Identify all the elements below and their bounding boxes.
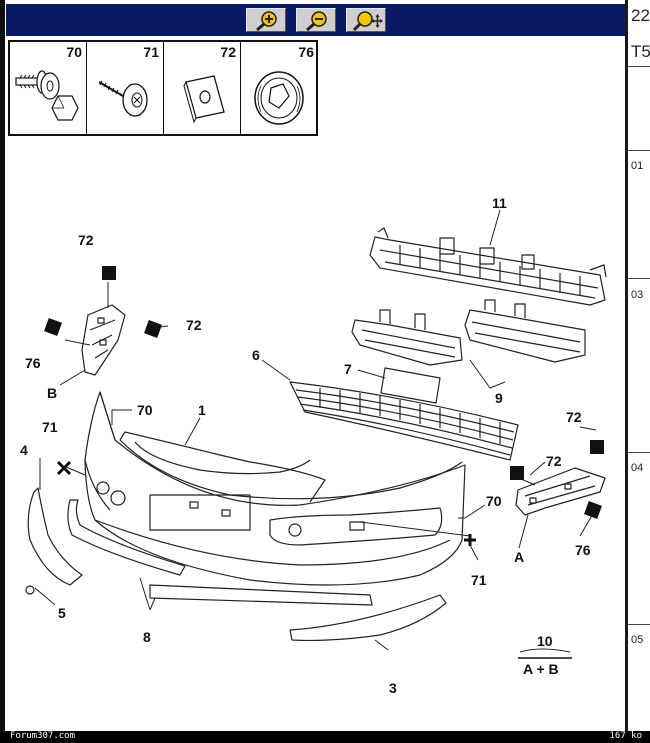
screw-markers <box>56 460 476 546</box>
callout-3: 3 <box>389 680 397 696</box>
window-frame-left <box>0 0 5 743</box>
part-4-side-molding <box>27 487 83 586</box>
part-8-lower-trim <box>67 499 373 606</box>
callout-7: 7 <box>344 361 352 377</box>
side-row-label[interactable]: 03 <box>631 289 644 301</box>
part-5-clip <box>25 585 35 595</box>
part-number: 72 <box>220 44 236 60</box>
callout-A: A <box>514 549 524 565</box>
callout-10-subtitle: A + B <box>523 661 559 677</box>
zoom-pan-button[interactable] <box>346 8 386 32</box>
leader-lines <box>34 209 601 653</box>
square-clip-nut-icon <box>183 75 225 124</box>
side-divider <box>628 452 650 453</box>
grommet-icon <box>254 71 304 125</box>
callout-70: 70 <box>486 493 502 509</box>
side-row-label[interactable]: 05 <box>631 634 644 646</box>
marker-71 <box>464 534 476 546</box>
side-row-label[interactable]: 01 <box>631 160 644 172</box>
part-number: 76 <box>298 44 314 60</box>
part-number: 70 <box>66 44 82 60</box>
callout-4: 4 <box>20 442 28 458</box>
callout-72: 72 <box>186 317 202 333</box>
bracket-B <box>81 304 126 376</box>
part-1-bumper-cover <box>84 391 466 586</box>
part-3-chrome-strip <box>289 594 447 642</box>
part-cell: 72 <box>164 42 241 134</box>
callout-72: 72 <box>566 409 582 425</box>
callout-10: 10 <box>537 633 553 649</box>
marker-71 <box>56 460 72 476</box>
marker-72 <box>510 466 524 480</box>
zoom-out-icon <box>306 11 327 32</box>
marker-76 <box>44 318 62 336</box>
part-7-plate <box>380 367 441 404</box>
side-panel: 22 T5 01 03 04 05 <box>628 0 650 743</box>
callout-72: 72 <box>546 453 562 469</box>
side-divider <box>628 624 650 625</box>
callout-11: 11 <box>492 195 507 211</box>
zoom-toolbar <box>6 4 626 36</box>
part-number: 71 <box>143 44 159 60</box>
side-top-text: 22 <box>631 6 650 25</box>
zoom-in-button[interactable] <box>246 8 286 32</box>
exploded-diagram: 11 72 72 76 B 6 7 9 1 70 71 4 72 72 70 A… <box>20 195 607 696</box>
callout-5: 5 <box>58 605 66 621</box>
window-frame-divider <box>625 0 628 743</box>
part-cell: 76 <box>241 42 318 134</box>
part-cell: 70 <box>10 42 87 134</box>
footer-size-label: 167 ko <box>609 731 642 741</box>
marker-72 <box>590 440 604 454</box>
zoom-pan-icon <box>353 11 383 32</box>
part-6-grille <box>289 381 519 461</box>
callout-76: 76 <box>25 355 41 371</box>
flange-bolt-with-washer-icon <box>15 70 79 121</box>
marker-76 <box>584 501 602 519</box>
side-row-label[interactable]: 04 <box>631 462 644 474</box>
callout-72: 72 <box>78 232 94 248</box>
marker-72 <box>144 320 162 338</box>
part-cell: 71 <box>87 42 164 134</box>
part-11-beam <box>369 227 607 306</box>
callout-71: 71 <box>42 419 58 435</box>
screw-icon <box>98 80 148 117</box>
callout-1: 1 <box>198 402 206 418</box>
bracket-A <box>515 467 606 516</box>
side-divider <box>628 278 650 279</box>
parts-table: 70 71 72 76 <box>8 40 318 136</box>
fastener-markers <box>44 266 604 519</box>
footer-site-label: Forum307.com <box>10 731 76 741</box>
callout-B: B <box>47 385 57 401</box>
marker-72 <box>102 266 116 280</box>
part-9-absorbers <box>351 299 586 366</box>
callout-70: 70 <box>137 402 153 418</box>
callout-6: 6 <box>252 347 260 363</box>
callout-8: 8 <box>143 629 151 645</box>
side-divider <box>628 66 650 67</box>
callout-71: 71 <box>471 572 487 588</box>
side-divider <box>628 150 650 151</box>
zoom-in-icon <box>256 11 277 32</box>
footer-bar: Forum307.com 167 ko <box>0 731 650 743</box>
callout-76: 76 <box>575 542 591 558</box>
callout-9: 9 <box>495 390 503 406</box>
side-second-text: T5 <box>631 42 650 61</box>
zoom-out-button[interactable] <box>296 8 336 32</box>
